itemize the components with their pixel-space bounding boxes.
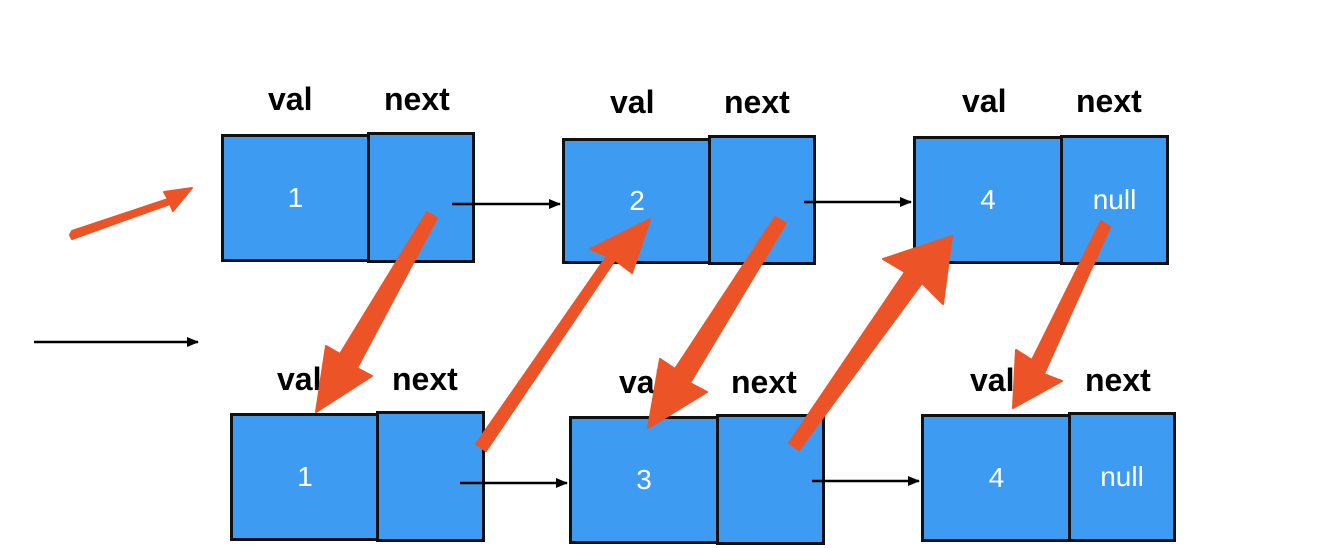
- top-node-2-next-header: next: [724, 84, 790, 120]
- top-node-3-val-header: val: [962, 83, 1007, 119]
- bottom-node-2-next-header: next: [731, 364, 797, 400]
- bottom-node-2-val-cell: 3: [569, 416, 719, 544]
- bottom-node-2-next-cell: [716, 414, 825, 545]
- bottom-node-3-val-cell: 4: [921, 414, 1072, 542]
- orange-arrow-bottom1-to-top2: [475, 218, 651, 452]
- orange-arrow-top1-to-bottom1: [315, 211, 438, 413]
- orange-arrow-bottom2-to-top3: [788, 235, 953, 451]
- top-node-3-next-header: next: [1076, 83, 1142, 119]
- bottom-node-1-val-cell: 1: [230, 413, 380, 541]
- bottom-node-3-next-header: next: [1085, 362, 1151, 398]
- top-node-3-next-cell: null: [1060, 135, 1169, 265]
- bottom-node-3-val-header: val: [970, 362, 1015, 398]
- bottom-node-1-next-cell: [376, 411, 485, 542]
- top-node-1-next-header: next: [384, 81, 450, 117]
- bottom-node-3-next-cell: null: [1068, 412, 1176, 542]
- bottom-node-1-next-header: next: [392, 361, 458, 397]
- bottom-node-1-val-header: val: [277, 361, 322, 397]
- top-node-1-val-cell: 1: [221, 134, 370, 262]
- top-node-1-val-header: val: [268, 81, 313, 117]
- orange-arrow-top2-to-bottom2: [647, 216, 787, 429]
- pointer-arrow-orange: [69, 187, 193, 240]
- top-node-2-val-header: val: [610, 84, 655, 120]
- orange-arrow-top3-to-bottom3: [1012, 220, 1111, 409]
